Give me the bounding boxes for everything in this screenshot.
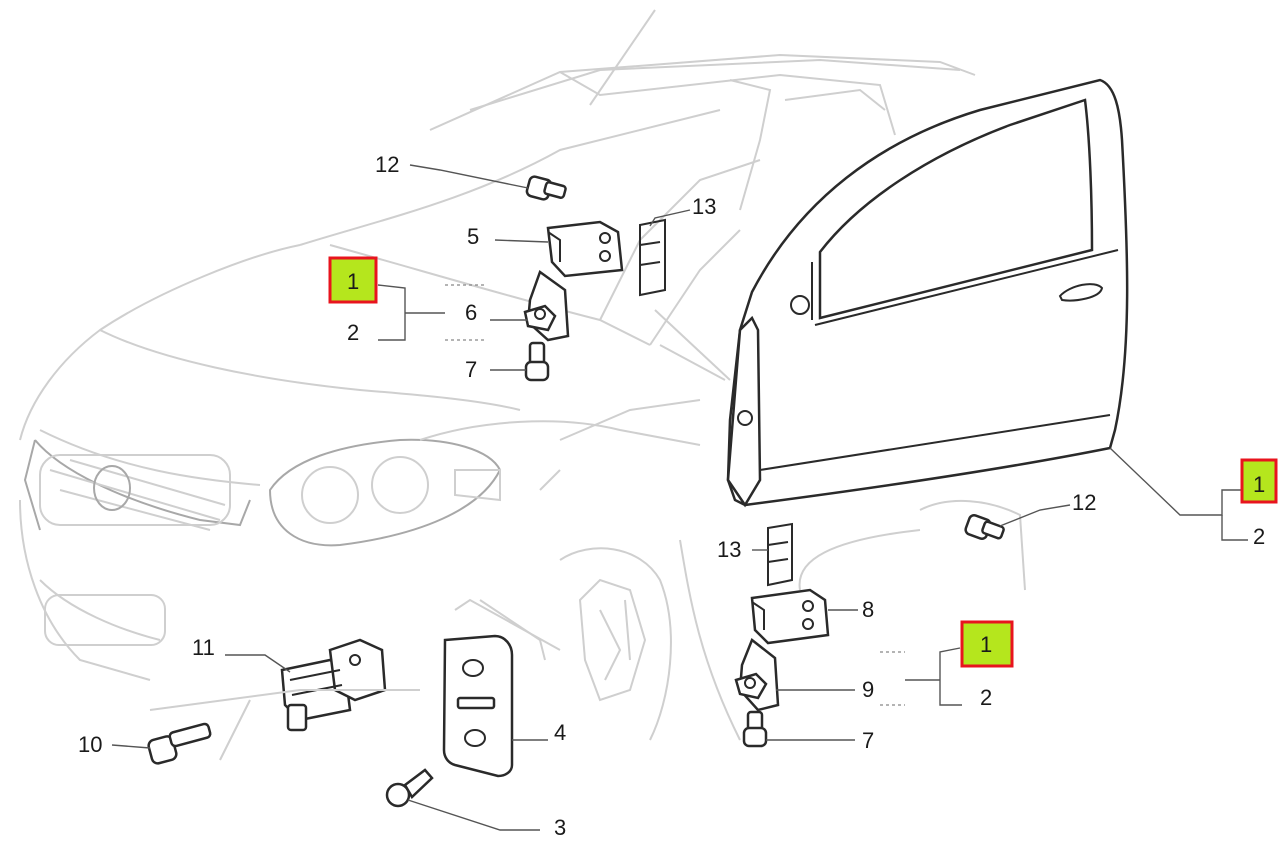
callout-12-upper: 12: [375, 152, 399, 177]
upper-hinge-half-5: [546, 220, 624, 278]
lower-hinge-bolt-7: [742, 710, 768, 748]
callout-9: 9: [862, 677, 874, 702]
callout-7-upper: 7: [465, 357, 477, 382]
lower-hinge-half-8: [750, 588, 830, 645]
shim-13-lower: [767, 522, 793, 587]
leader-lines: [111, 164, 1248, 831]
check-strap-bolt-10: [147, 722, 212, 765]
callout-13-lower: 13: [717, 537, 741, 562]
callout-12-lower: 12: [1072, 490, 1096, 515]
highlight-box-1-left: [328, 256, 378, 304]
callout-3: 3: [554, 815, 566, 840]
callout-11: 11: [192, 635, 215, 660]
lower-hinge-half-9: [734, 637, 780, 712]
upper-hinge-half-6: [523, 270, 570, 342]
callout-2-left: 2: [347, 320, 359, 345]
shim-13-upper: [639, 218, 666, 297]
car-body-outline: [19, 9, 1026, 741]
lower-hinge-bolt-12: [964, 513, 1005, 541]
callout-7-lower: 7: [862, 728, 874, 753]
front-door: [726, 78, 1129, 508]
striker-plate-4: [442, 634, 514, 778]
door-striker-3: [385, 768, 434, 808]
callout-5: 5: [467, 224, 479, 249]
highlight-box-1-lower: [960, 620, 1014, 668]
callout-1-right: 1: [1253, 472, 1265, 497]
callout-8: 8: [862, 597, 874, 622]
highlight-box-1-right: [1240, 458, 1278, 504]
callout-4: 4: [554, 720, 566, 745]
callout-labels: 12 5 13 1 2 6 7 1 2 12 13 8 1 9 2 7 11 1…: [78, 152, 1265, 840]
upper-hinge-bolt-7: [524, 341, 550, 382]
callout-2-right: 2: [1253, 524, 1265, 549]
callout-2-lower: 2: [980, 685, 992, 710]
callout-6: 6: [465, 300, 477, 325]
callout-1-left: 1: [347, 269, 359, 294]
callout-10: 10: [78, 732, 102, 757]
upper-hinge-bolt-12: [525, 175, 567, 201]
callout-13-upper: 13: [692, 194, 716, 219]
callout-1-lower: 1: [980, 632, 992, 657]
door-check-strap-11: [280, 638, 387, 732]
